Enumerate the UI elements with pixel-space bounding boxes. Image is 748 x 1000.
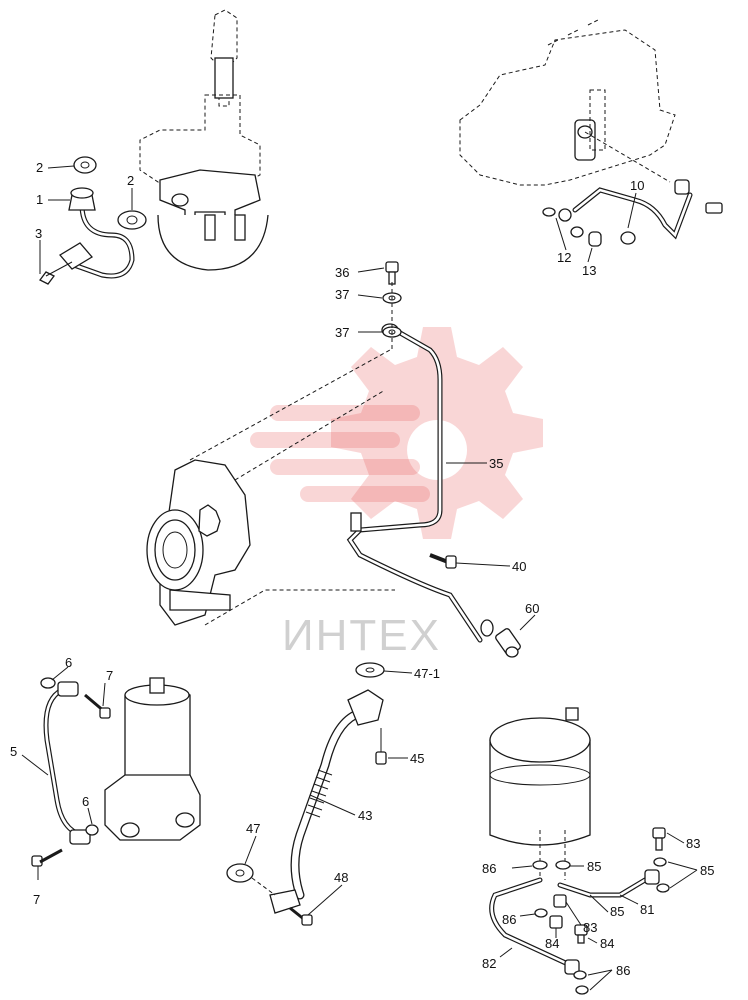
label-83a: 83 — [686, 836, 700, 851]
gasket-47-1 — [355, 662, 385, 678]
label-48: 48 — [334, 870, 348, 885]
label-84b: 84 — [600, 936, 614, 951]
bolt-40 — [429, 553, 457, 569]
bolt-7b — [31, 848, 63, 867]
label-35: 35 — [489, 456, 503, 471]
watermark-text: ИНТЕХ — [282, 611, 441, 660]
label-47: 47 — [246, 821, 260, 836]
label-86c: 86 — [616, 963, 630, 978]
cap-13 — [588, 231, 602, 247]
label-81: 81 — [640, 902, 654, 917]
label-60: 60 — [525, 601, 539, 616]
bolt-48 — [289, 906, 313, 926]
bolt-7a — [84, 693, 111, 719]
label-7b: 7 — [33, 892, 40, 907]
label-85c: 85 — [610, 904, 624, 919]
label-86a: 86 — [482, 861, 496, 876]
fuel-pipe-10 — [558, 179, 723, 245]
label-2b: 2 — [127, 173, 134, 188]
fuel-pipe-82 — [489, 877, 580, 975]
label-85b: 85 — [700, 863, 714, 878]
bolt-83b — [553, 894, 567, 908]
connector-60 — [495, 628, 521, 658]
label-83b: 83 — [583, 920, 597, 935]
label-12: 12 — [557, 250, 571, 265]
oil-filter — [104, 677, 201, 841]
label-43: 43 — [358, 808, 372, 823]
label-36: 36 — [335, 265, 349, 280]
bolt-84a — [549, 915, 563, 929]
gasket-2a — [73, 156, 97, 174]
label-2a: 2 — [36, 160, 43, 175]
leader-lines — [21, 165, 698, 991]
label-45: 45 — [410, 751, 424, 766]
label-82: 82 — [482, 956, 496, 971]
hose-5 — [43, 681, 91, 845]
washer-6a — [40, 677, 56, 689]
label-1: 1 — [36, 192, 43, 207]
washers-86-top — [532, 860, 571, 870]
washer-6b — [85, 824, 99, 836]
washers-85-right — [653, 857, 670, 893]
label-10: 10 — [630, 178, 644, 193]
label-37b: 37 — [335, 325, 349, 340]
gasket-2b — [117, 210, 147, 230]
washer-86-mid — [534, 908, 548, 918]
oil-pipe-1 — [59, 187, 135, 279]
watermark-gear-logo — [250, 327, 543, 539]
washer-12 — [542, 207, 584, 238]
fuel-pipe-81 — [557, 869, 660, 898]
label-85a: 85 — [587, 859, 601, 874]
label-3: 3 — [35, 226, 42, 241]
bolt-36 — [385, 261, 399, 285]
label-7a: 7 — [106, 668, 113, 683]
gasket-47 — [226, 863, 254, 883]
turbocharger — [146, 349, 395, 626]
bolt-45 — [375, 728, 387, 765]
hose-43 — [269, 689, 384, 914]
label-6b: 6 — [82, 794, 89, 809]
label-5: 5 — [10, 744, 17, 759]
label-13: 13 — [582, 263, 596, 278]
washers-86-bottom — [573, 970, 589, 995]
label-84a: 84 — [545, 936, 559, 951]
label-37a: 37 — [335, 287, 349, 302]
fuel-filter — [489, 707, 591, 880]
part-labels: 2 1 2 3 10 12 13 36 37 37 35 40 60 47-1 … — [10, 160, 714, 978]
bolt-83a — [652, 827, 666, 851]
label-40: 40 — [512, 559, 526, 574]
oil-pump-assembly — [139, 9, 269, 271]
label-6a: 6 — [65, 655, 72, 670]
injection-pump-assembly — [459, 19, 676, 186]
label-86b: 86 — [502, 912, 516, 927]
bolt-3 — [39, 261, 73, 285]
label-47-1: 47-1 — [414, 666, 440, 681]
